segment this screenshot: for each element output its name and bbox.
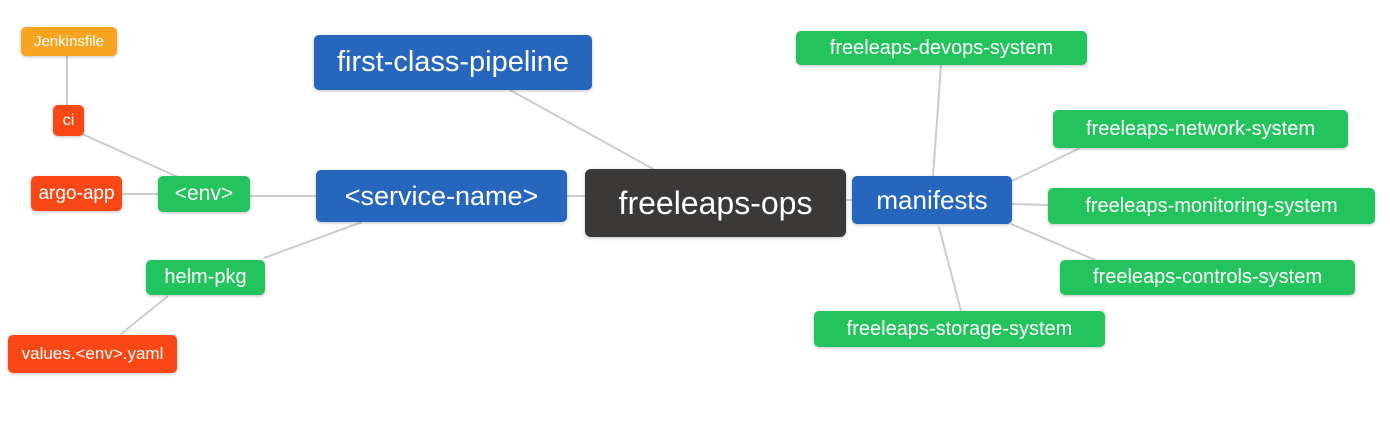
edge-manifests-network-system xyxy=(1011,147,1081,182)
edge-manifests-devops-system xyxy=(932,64,942,177)
node-freeleaps-network-system[interactable]: freeleaps-network-system xyxy=(1053,110,1348,148)
node-freeleaps-devops-system[interactable]: freeleaps-devops-system xyxy=(796,31,1087,65)
node-first-class-pipeline[interactable]: first-class-pipeline xyxy=(314,35,592,90)
node-ci[interactable]: ci xyxy=(53,105,84,136)
node-freeleaps-monitoring-system[interactable]: freeleaps-monitoring-system xyxy=(1048,188,1375,224)
edge-manifests-monitoring-system xyxy=(1011,203,1049,206)
node-env[interactable]: <env> xyxy=(158,176,250,212)
edge-helm-pkg-service-name xyxy=(263,221,363,259)
node-values-env-yaml[interactable]: values.<env>.yaml xyxy=(8,335,177,373)
edge-ci-env xyxy=(81,133,181,179)
node-freeleaps-storage-system[interactable]: freeleaps-storage-system xyxy=(814,311,1105,347)
node-manifests[interactable]: manifests xyxy=(852,176,1012,224)
edge-pipeline-freeleaps-ops xyxy=(509,89,656,171)
node-freeleaps-ops[interactable]: freeleaps-ops xyxy=(585,169,846,237)
node-service-name[interactable]: <service-name> xyxy=(316,170,567,222)
node-jenkinsfile[interactable]: Jenkinsfile xyxy=(21,27,117,56)
node-argo-app[interactable]: argo-app xyxy=(31,176,122,211)
edge-manifests-storage-system xyxy=(938,226,962,312)
node-helm-pkg[interactable]: helm-pkg xyxy=(146,260,265,295)
edge-values-yaml-helm-pkg xyxy=(120,295,169,335)
edge-manifests-controls-system xyxy=(1010,223,1096,261)
node-freeleaps-controls-system[interactable]: freeleaps-controls-system xyxy=(1060,260,1355,295)
